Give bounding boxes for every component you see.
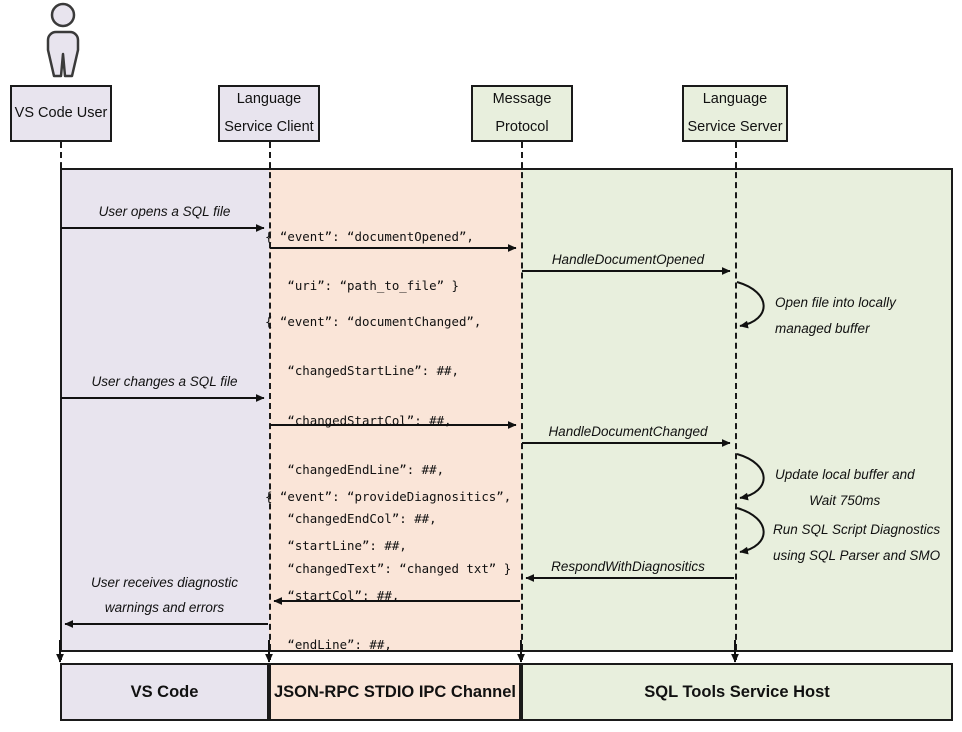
payload-document-changed: { “event”: “documentChanged”, “changedSt… — [265, 285, 511, 606]
payload-line: “changedEndCol”: ##, — [265, 511, 437, 527]
note-line1: Run SQL Script Diagnostics — [773, 522, 941, 537]
payload-line: { “event”: “documentOpened”, — [265, 228, 474, 244]
message-line1: RespondWithDiagnositics — [551, 559, 705, 574]
footer-label: JSON-RPC STDIO IPC Channel — [273, 682, 517, 701]
message-line1: User receives diagnostic — [90, 575, 239, 590]
participant-label-line1: Language — [702, 90, 768, 107]
lifeline-message-protocol — [521, 142, 523, 660]
note-line1: Open file into locally — [775, 295, 896, 310]
payload-line: “endLine”: ##, — [265, 637, 392, 653]
participant-label-line1: Language — [236, 90, 302, 107]
message-respond-with-diagnositics: RespondWithDiagnositics — [521, 555, 735, 580]
payload-line: “changedText”: “changed txt” } — [265, 560, 512, 576]
message-line1: HandleDocumentChanged — [548, 424, 708, 439]
footer-label: SQL Tools Service Host — [644, 682, 830, 701]
participant-label-line1: VS Code User — [14, 104, 108, 121]
lifeline-language-client — [269, 142, 271, 660]
message-line1: User changes a SQL file — [91, 374, 238, 389]
note-line2: Wait 750ms — [809, 492, 881, 508]
payload-document-opened: { “event”: “documentOpened”, “uri”: “pat… — [265, 200, 474, 324]
payload-line: “startLine”: ##, — [265, 538, 407, 554]
participant-label-line1: Message — [492, 90, 552, 107]
footer-label: VS Code — [130, 682, 199, 701]
message-handle-document-opened: HandleDocumentOpened — [521, 248, 735, 273]
payload-line: { “event”: “documentChanged”, — [265, 313, 482, 329]
note-line1: Update local buffer and — [775, 467, 915, 482]
lifeline-language-server — [735, 142, 737, 660]
payload-provide-diagnositics: { “event”: “provideDiagnositics”, “start… — [265, 460, 511, 732]
message-change-sql-file: User changes a SQL file — [60, 370, 269, 395]
message-open-sql-file: User opens a SQL file — [60, 200, 269, 225]
note-line2: using SQL Parser and SMO — [773, 547, 941, 563]
participant-vscode-user[interactable]: VS Code User — [10, 85, 112, 142]
message-receive-diagnostics: User receives diagnostic warnings and er… — [60, 571, 269, 621]
participant-label-line2: Service Client — [224, 118, 314, 135]
participant-label-line2: Protocol — [495, 118, 549, 135]
participant-label-line2: Service Server — [687, 118, 783, 135]
message-line1: HandleDocumentOpened — [551, 252, 705, 267]
payload-line: “uri”: “path_to_file” } — [265, 278, 459, 294]
payload-line: “startCol”: ##, — [265, 587, 400, 603]
footer-service-host[interactable]: SQL Tools Service Host — [521, 663, 953, 721]
message-line1: User opens a SQL file — [98, 204, 231, 219]
lifeline-vscode-user — [60, 142, 62, 660]
footer-vs-code[interactable]: VS Code — [60, 663, 269, 721]
participant-message-protocol[interactable]: Message Protocol — [471, 85, 573, 142]
payload-line: { “event”: “provideDiagnositics”, — [265, 488, 512, 504]
participant-language-client[interactable]: Language Service Client — [218, 85, 320, 142]
payload-line: “changedStartLine”: ##, — [265, 363, 459, 379]
band-service — [521, 168, 953, 652]
participant-language-server[interactable]: Language Service Server — [682, 85, 788, 142]
message-line2: warnings and errors — [104, 599, 225, 615]
note-run-diagnostics: Run SQL Script Diagnostics using SQL Par… — [773, 517, 940, 568]
note-update-buffer: Update local buffer and Wait 750ms — [775, 462, 915, 513]
note-line2: managed buffer — [775, 320, 870, 336]
message-handle-document-changed: HandleDocumentChanged — [521, 420, 735, 445]
footer-ipc-channel[interactable]: JSON-RPC STDIO IPC Channel — [269, 663, 521, 721]
note-open-file: Open file into locally managed buffer — [775, 290, 896, 341]
payload-line: “changedEndLine”: ##, — [265, 462, 445, 478]
person-icon — [34, 2, 92, 78]
payload-line: “changedStartCol”: ##, — [265, 412, 452, 428]
band-vscode — [60, 168, 269, 652]
